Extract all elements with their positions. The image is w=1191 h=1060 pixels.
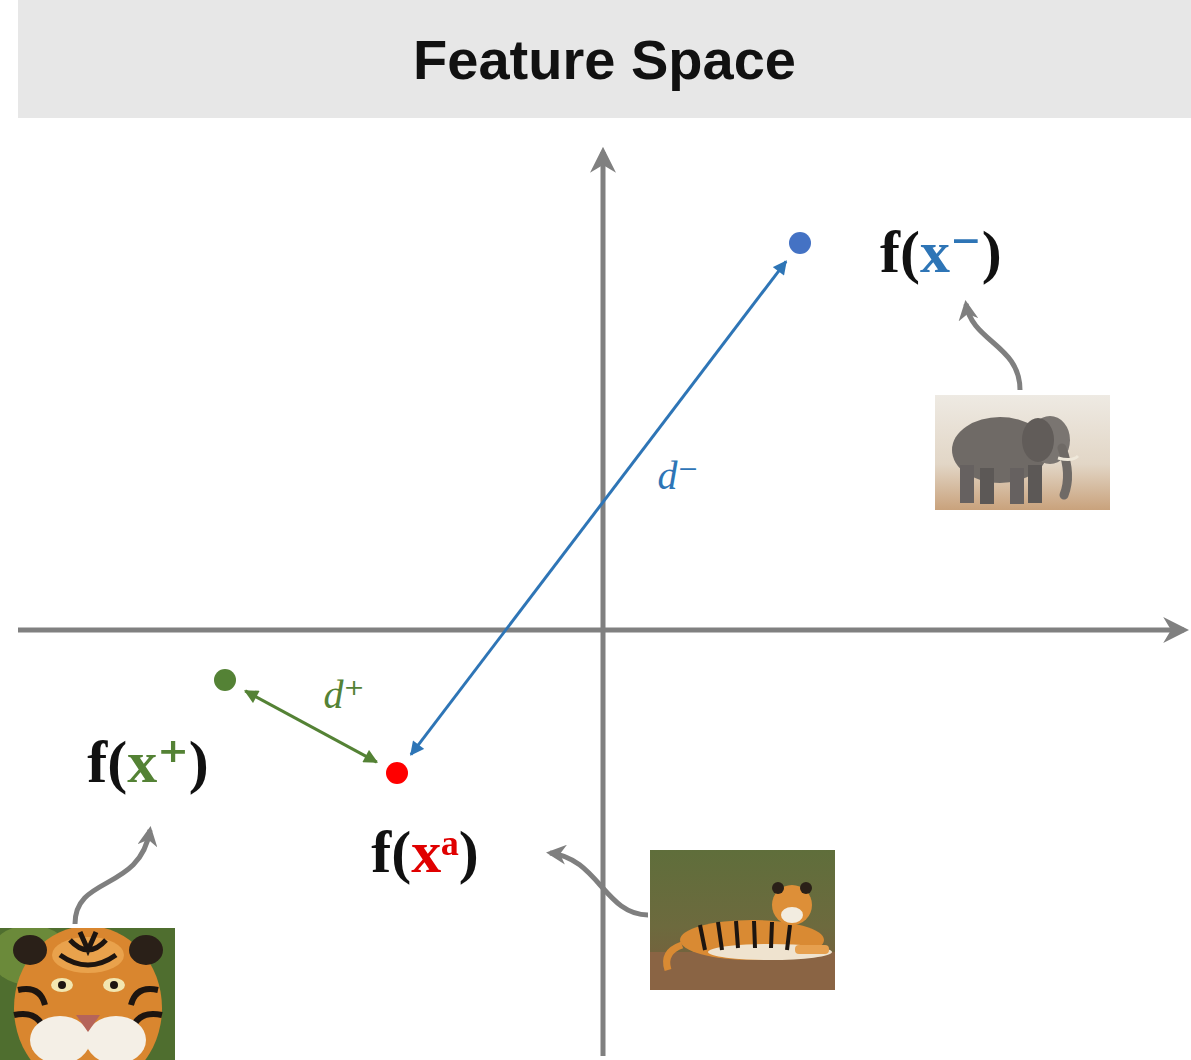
label-glyph: ᵃ [441, 819, 459, 885]
tiger-pupil [110, 981, 118, 989]
elephant-leg [1028, 465, 1042, 503]
tiger-nose [76, 1015, 100, 1032]
feature-label: f(x⁺) [87, 728, 209, 797]
elephant-leg [960, 465, 974, 503]
photo-ground [935, 395, 1110, 510]
elephant-ear [1022, 418, 1054, 462]
label-glyph: ) [189, 729, 209, 795]
label-glyph: x [127, 729, 157, 795]
label-glyph: f [87, 729, 107, 795]
y-axis [601, 152, 606, 1056]
leader-arrow [550, 853, 648, 915]
title-band: Feature Space [18, 0, 1191, 118]
label-glyph: x [920, 219, 950, 285]
tiger-lying-photo [650, 850, 835, 990]
distance-label: d⁺ [320, 673, 367, 717]
label-glyph: ⁺ [157, 729, 189, 795]
tiger-paw [795, 945, 829, 954]
feature-label: f(xᵃ) [371, 818, 478, 887]
elephant-leg [980, 468, 994, 504]
tiger-stripes [60, 932, 116, 965]
tiger-eye [103, 978, 125, 992]
tiger-cheek [30, 1016, 90, 1060]
tiger-ear [800, 882, 812, 894]
label-glyph: f [371, 819, 391, 885]
label-glyph: x [411, 819, 441, 885]
label-glyph: ( [391, 819, 411, 885]
tiger-tail [667, 945, 682, 970]
distance-label: d⁻ [654, 454, 701, 498]
label-glyph: ( [900, 219, 920, 285]
tiger-eye [51, 978, 73, 992]
tiger-pupil [58, 981, 66, 989]
elephant-tusk [1058, 456, 1078, 460]
elephant-trunk [1062, 448, 1068, 495]
tiger-face-photo [0, 928, 175, 1060]
label-glyph: ( [107, 729, 127, 795]
feature-point: f(x⁺) [214, 669, 236, 691]
elephant-photo [935, 395, 1110, 510]
tiger-muzzle [781, 907, 803, 923]
photo-ground [650, 850, 835, 990]
tiger-stripes [700, 921, 790, 950]
tiger-cheek [86, 1016, 146, 1060]
feature-label: f(x⁻) [880, 218, 1002, 287]
feature-point: f(xᵃ) [386, 762, 408, 784]
label-glyph: ⁻ [950, 219, 982, 285]
label-glyph: f [880, 219, 900, 285]
tiger-head [14, 928, 162, 1060]
feature-point: f(x⁻) [789, 232, 811, 254]
elephant-leg [1010, 468, 1024, 504]
leader-arrow [966, 304, 1020, 390]
tiger-ear [772, 882, 784, 894]
label-glyph: ) [459, 819, 479, 885]
tiger-ear [129, 935, 163, 965]
distance-arrow [411, 261, 786, 754]
label-glyph: ) [982, 219, 1002, 285]
title-text: Feature Space [413, 27, 796, 92]
leader-arrow [75, 830, 150, 924]
tiger-ear [13, 935, 47, 965]
